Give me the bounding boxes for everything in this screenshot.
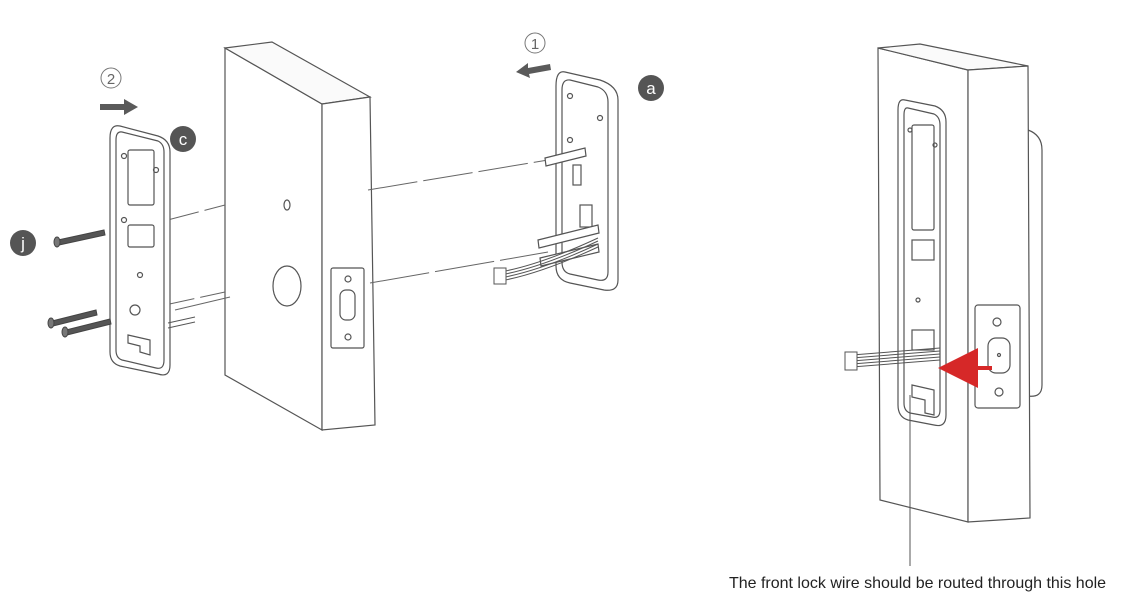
step-2-indicator: 2 xyxy=(100,67,138,115)
step-2-number: 2 xyxy=(107,71,115,88)
badge-j: j xyxy=(10,230,36,256)
door-screw-hole xyxy=(283,199,291,211)
badge-c: c xyxy=(170,126,196,152)
step-1-arrow-left-icon xyxy=(516,63,551,78)
door-block-exploded xyxy=(223,41,376,432)
step-1-indicator: 1 xyxy=(516,32,551,78)
step-2-arrow-right-icon xyxy=(100,99,138,115)
badge-j-label: j xyxy=(20,234,25,253)
badge-a-label: a xyxy=(646,79,656,98)
wire-routing-caption: The front lock wire should be routed thr… xyxy=(728,575,1107,592)
rear-mounting-plate xyxy=(537,71,619,291)
step-1-circle xyxy=(524,32,546,54)
step-2-circle xyxy=(100,67,122,89)
badge-a: a xyxy=(638,75,664,101)
door-bore-hole xyxy=(272,265,302,307)
rear-lock-cable xyxy=(493,237,599,285)
alignment-lines xyxy=(159,159,549,311)
front-mounting-plate xyxy=(109,125,171,376)
step-1-number: 1 xyxy=(531,36,539,53)
latch-plate xyxy=(330,267,365,349)
latch-plate-assembled xyxy=(974,304,1021,409)
mounting-screws xyxy=(47,229,196,338)
front-plate-assembled xyxy=(897,99,947,427)
front-lock-wire xyxy=(844,347,941,371)
latch-bolt xyxy=(339,289,356,321)
badge-c-label: c xyxy=(179,130,188,149)
